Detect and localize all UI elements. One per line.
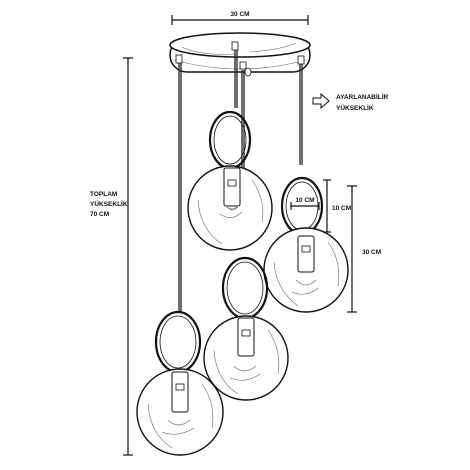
total-height-line3: 70 CM [90, 211, 109, 218]
total-height-dimension: TOPLAM YÜKSEKLİK 70 CM [90, 57, 133, 456]
pendant-height-label: 30 CM [362, 249, 381, 256]
ring-width-label: 10 CM [295, 197, 314, 204]
pendant-height-dimension: 30 CM [347, 185, 381, 313]
right-outline-arrow-icon [312, 92, 330, 110]
canopy-width-label: 30 CM [230, 11, 249, 18]
total-height-line2: YÜKSEKLİK [90, 199, 128, 208]
ring-height-label: 10 CM [332, 205, 351, 212]
ring-height-dimension: 10 CM [323, 179, 351, 233]
adjustable-label-line1: AYARLANABİLİR [336, 93, 389, 101]
pendant-top-center [187, 110, 273, 251]
pendant-cords [178, 50, 303, 312]
adjustable-label-line2: YÜKSEKLİK [336, 103, 374, 112]
ceiling-canopy [169, 32, 311, 77]
adjustable-height-note: AYARLANABİLİR YÜKSEKLİK [312, 92, 389, 112]
pendant-bottom-left [136, 310, 224, 456]
canopy-width-dimension: 30 CM [171, 11, 309, 25]
pendant-lower-center [203, 256, 289, 401]
total-height-line1: TOPLAM [90, 191, 117, 198]
ring-width-dimension: 10 CM [290, 197, 320, 210]
pendant-right [263, 176, 349, 313]
